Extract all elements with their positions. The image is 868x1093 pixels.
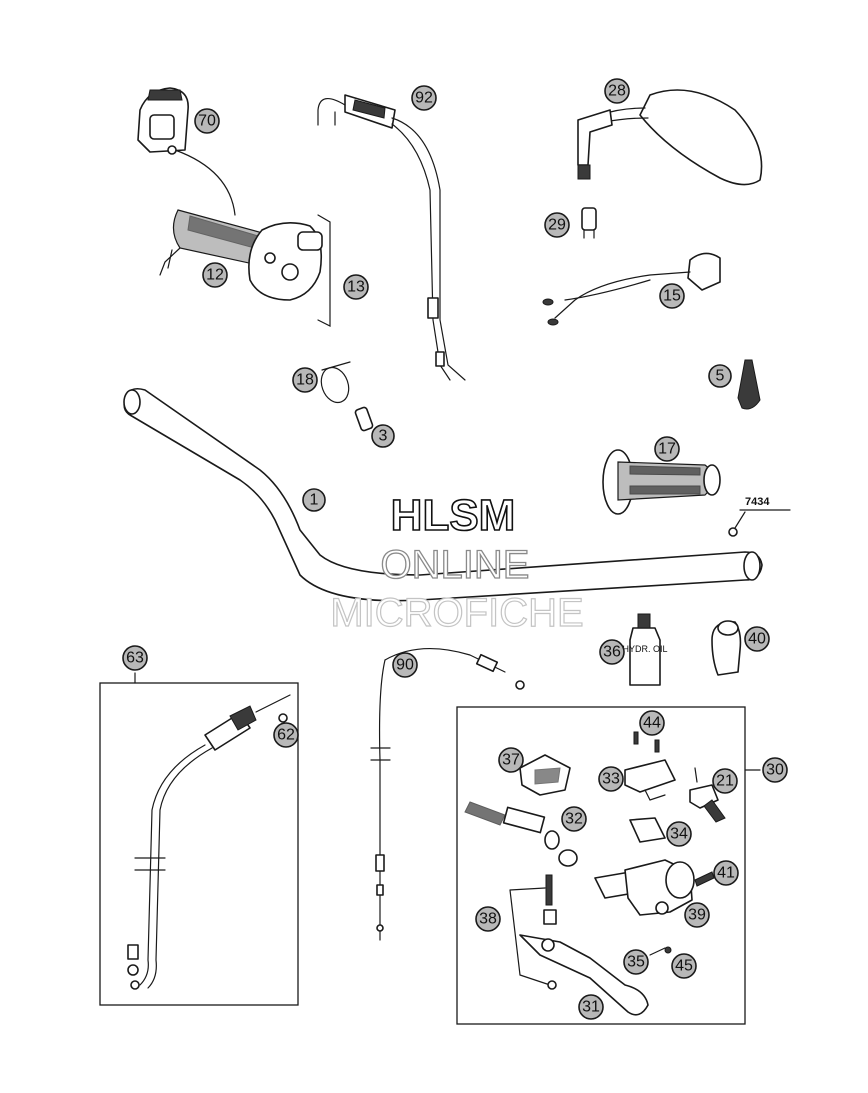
callout-18: 18 [292,367,318,393]
watermark-line1: HLSM [391,491,516,540]
watermark-line2: ONLINE [381,543,530,587]
callout-38: 38 [475,906,501,932]
svg-text:15: 15 [663,288,681,305]
clutch-master-cylinder-group [456,706,761,1025]
svg-text:92: 92 [415,90,433,107]
callout-44: 44 [639,710,665,736]
throttle-assembly [159,149,331,327]
svg-text:90: 90 [396,657,414,674]
watermark: HLSM ONLINE MICROFICHE [330,490,585,635]
plug [354,406,374,432]
reference-number: 7434 [745,496,770,508]
callout-90: 90 [392,652,418,678]
svg-text:29: 29 [548,217,566,234]
hydraulic-oil-bottle: HYDR. OIL [622,613,668,686]
callout-63: 63 [122,645,148,671]
callout-21: 21 [712,768,738,794]
svg-text:31: 31 [582,999,600,1016]
callout-45: 45 [671,953,697,979]
svg-text:30: 30 [766,762,784,779]
callout-36: 36 [599,639,625,665]
svg-text:5: 5 [716,368,725,385]
callout-35: 35 [623,949,649,975]
svg-text:18: 18 [296,372,314,389]
mirror [577,89,763,186]
svg-text:1: 1 [310,492,319,509]
cap [737,359,761,410]
svg-text:41: 41 [717,865,735,882]
callout-5: 5 [708,364,732,388]
callout-37: 37 [498,747,524,773]
callout-17: 17 [654,436,680,462]
callout-13: 13 [343,274,369,300]
svg-text:17: 17 [658,441,676,458]
reference-marker: 7434 [728,496,791,537]
button-switch [542,252,721,326]
svg-text:45: 45 [675,958,693,975]
svg-text:63: 63 [126,650,144,667]
svg-text:21: 21 [716,773,734,790]
callout-3: 3 [371,424,395,448]
callout-40: 40 [744,626,770,652]
svg-text:44: 44 [643,715,661,732]
svg-text:3: 3 [379,428,388,445]
callout-41: 41 [713,860,739,886]
watermark-line3: MICROFICHE [330,591,583,635]
oil-bottle-label: HYDR. OIL [622,644,667,654]
callout-12: 12 [202,262,228,288]
callout-15: 15 [659,283,685,309]
callout-62: 62 [273,722,299,748]
callout-39: 39 [684,902,710,928]
callout-1: 1 [302,488,326,512]
kill-switch [137,87,189,155]
svg-text:62: 62 [277,727,295,744]
svg-text:34: 34 [670,826,688,843]
callout-28: 28 [604,78,630,104]
svg-text:39: 39 [688,907,706,924]
handlebar [123,387,763,602]
clutch-cable [370,648,525,941]
grip [602,449,721,515]
handlebar-clamp [711,620,742,676]
svg-text:35: 35 [627,954,645,971]
svg-text:33: 33 [602,771,620,788]
svg-text:12: 12 [206,267,224,284]
mirror-adapter [581,207,597,239]
callout-30: 30 [762,757,788,783]
callout-34: 34 [666,821,692,847]
callout-33: 33 [598,766,624,792]
callout-29: 29 [544,212,570,238]
callout-70: 70 [194,108,220,134]
svg-text:38: 38 [479,911,497,928]
svg-text:70: 70 [198,113,216,130]
svg-text:28: 28 [608,83,626,100]
throttle-cables [317,94,466,381]
cable-tie [320,361,351,404]
svg-text:40: 40 [748,631,766,648]
svg-text:36: 36 [603,644,621,661]
svg-text:13: 13 [347,279,365,296]
callout-92: 92 [411,85,437,111]
callout-32: 32 [561,806,587,832]
svg-text:32: 32 [565,811,583,828]
callout-31: 31 [578,994,604,1020]
decompression-cable-group [99,672,299,1006]
svg-text:37: 37 [502,752,520,769]
